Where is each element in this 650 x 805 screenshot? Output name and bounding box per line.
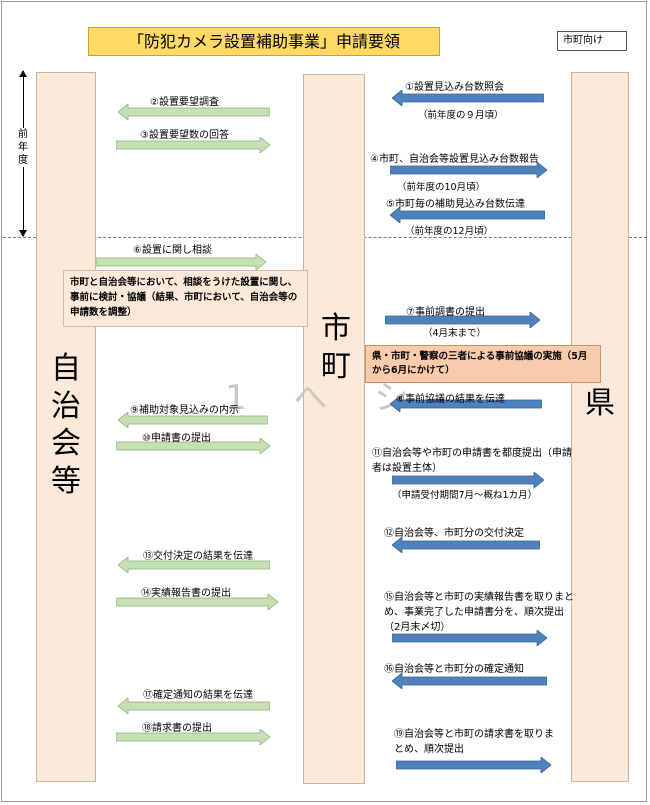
right-step-note: （4月末まで） bbox=[423, 328, 487, 339]
timeline-arrow-down-icon bbox=[19, 230, 27, 237]
blue-step-arrow bbox=[390, 162, 547, 178]
blue-step-arrow bbox=[392, 630, 547, 646]
blue-step-arrow bbox=[390, 207, 545, 223]
right-step-label: ④市町、自治会等設置見込み台数報告 bbox=[370, 154, 539, 165]
column-prefecture bbox=[571, 72, 629, 782]
right-step-label: ⑲自治会等と市町の請求書を取りまとめ、順次提出 bbox=[394, 729, 554, 755]
left-step-label: ⑥設置に関し相談 bbox=[133, 245, 212, 256]
right-step-label: ⑮自治会等と市町の実績報告書を取りまとめ、事業完了した申請書分を、順次提出（2月… bbox=[384, 592, 574, 633]
green-step-arrow bbox=[116, 438, 270, 454]
left-step-label: ⑰確定通知の結果を伝達 bbox=[143, 690, 253, 701]
green-step-arrow bbox=[116, 594, 278, 610]
column-label-residents: 自治会等 bbox=[48, 350, 84, 500]
column-label-char: 県 bbox=[585, 386, 615, 421]
left-step-label: ⑨補助対象見込みの内示 bbox=[130, 405, 239, 416]
left-step-label: ⑭実績報告書の提出 bbox=[141, 588, 231, 599]
right-step-note: （申請受付期間7月～概ね1カ月） bbox=[392, 490, 538, 501]
left-step-label: ⑩申請書の提出 bbox=[142, 433, 211, 444]
prev-year-char: 前 bbox=[18, 129, 28, 140]
target-badge: 市町向け bbox=[557, 31, 627, 51]
green-step-arrow bbox=[118, 698, 270, 714]
column-label-char: 会 bbox=[51, 426, 81, 461]
column-label-prefecture: 県 bbox=[582, 385, 618, 423]
right-step-label: ⑧事前協議の結果を伝達 bbox=[396, 394, 505, 405]
blue-step-arrow bbox=[392, 90, 544, 106]
left-step-label: ⑬交付決定の結果を伝達 bbox=[143, 551, 253, 562]
right-step-label: ⑯自治会等と市町分の確定通知 bbox=[384, 664, 524, 675]
right-step-note: （前年度の９月頃） bbox=[418, 110, 504, 121]
green-step-arrow bbox=[116, 729, 270, 745]
column-label-char: 市 bbox=[321, 311, 351, 346]
prev-year-char: 年 bbox=[18, 142, 28, 153]
blue-step-arrow bbox=[392, 537, 540, 553]
green-step-arrow bbox=[118, 104, 270, 120]
tripartite-callout: 県・市町・警察の三者による事前協議の実施（5月から6月にかけて） bbox=[365, 345, 601, 383]
column-label-city: 市町 bbox=[318, 310, 354, 385]
right-step-label: ⑦事前調書の提出 bbox=[406, 307, 485, 318]
right-step-note: （前年度の12月頃） bbox=[405, 226, 494, 237]
timeline-arrow-up-icon bbox=[19, 70, 27, 77]
blue-step-arrow bbox=[390, 396, 542, 412]
column-label-char: 治 bbox=[51, 388, 81, 424]
consult-callout: 市町と自治会等において、相談をうけた設置に関し、事前に検討・協議（結果、市町にお… bbox=[63, 270, 308, 327]
green-step-arrow bbox=[118, 412, 268, 428]
column-label-char: 町 bbox=[321, 348, 351, 384]
right-step-label: ⑪自治会等や市町の申請書を都度提出（申請者は設置主体） bbox=[372, 448, 572, 474]
right-step-label: ⑤市町毎の補助見込み台数伝達 bbox=[386, 199, 525, 210]
blue-step-arrow bbox=[392, 673, 547, 689]
column-residents bbox=[36, 72, 96, 782]
right-step-label: ⑫自治会等、市町分の交付決定 bbox=[384, 528, 524, 539]
blue-step-arrow bbox=[392, 472, 544, 488]
left-step-label: ⑱請求書の提出 bbox=[142, 723, 212, 734]
watermark-text: 1 へ シ bbox=[225, 378, 427, 418]
column-city bbox=[303, 74, 365, 784]
left-step-label: ②設置要望調査 bbox=[150, 97, 219, 108]
green-step-arrow bbox=[96, 254, 266, 270]
prev-year-char: 度 bbox=[18, 155, 28, 166]
prev-year-label: 前 年 度 bbox=[16, 128, 30, 167]
page-title: 「防犯カメラ設置補助事業」申請要領 bbox=[88, 27, 440, 56]
left-step-label: ③設置要望数の回答 bbox=[140, 130, 229, 141]
blue-step-arrow bbox=[396, 757, 551, 773]
blue-step-arrow bbox=[385, 312, 540, 328]
right-step-note: （前年度の10月頃） bbox=[397, 182, 486, 193]
column-label-char: 等 bbox=[51, 463, 81, 499]
right-step-label: ①設置見込み台数照会 bbox=[405, 82, 504, 93]
green-step-arrow bbox=[116, 137, 270, 153]
column-label-char: 自 bbox=[51, 351, 81, 386]
green-step-arrow bbox=[118, 557, 270, 573]
